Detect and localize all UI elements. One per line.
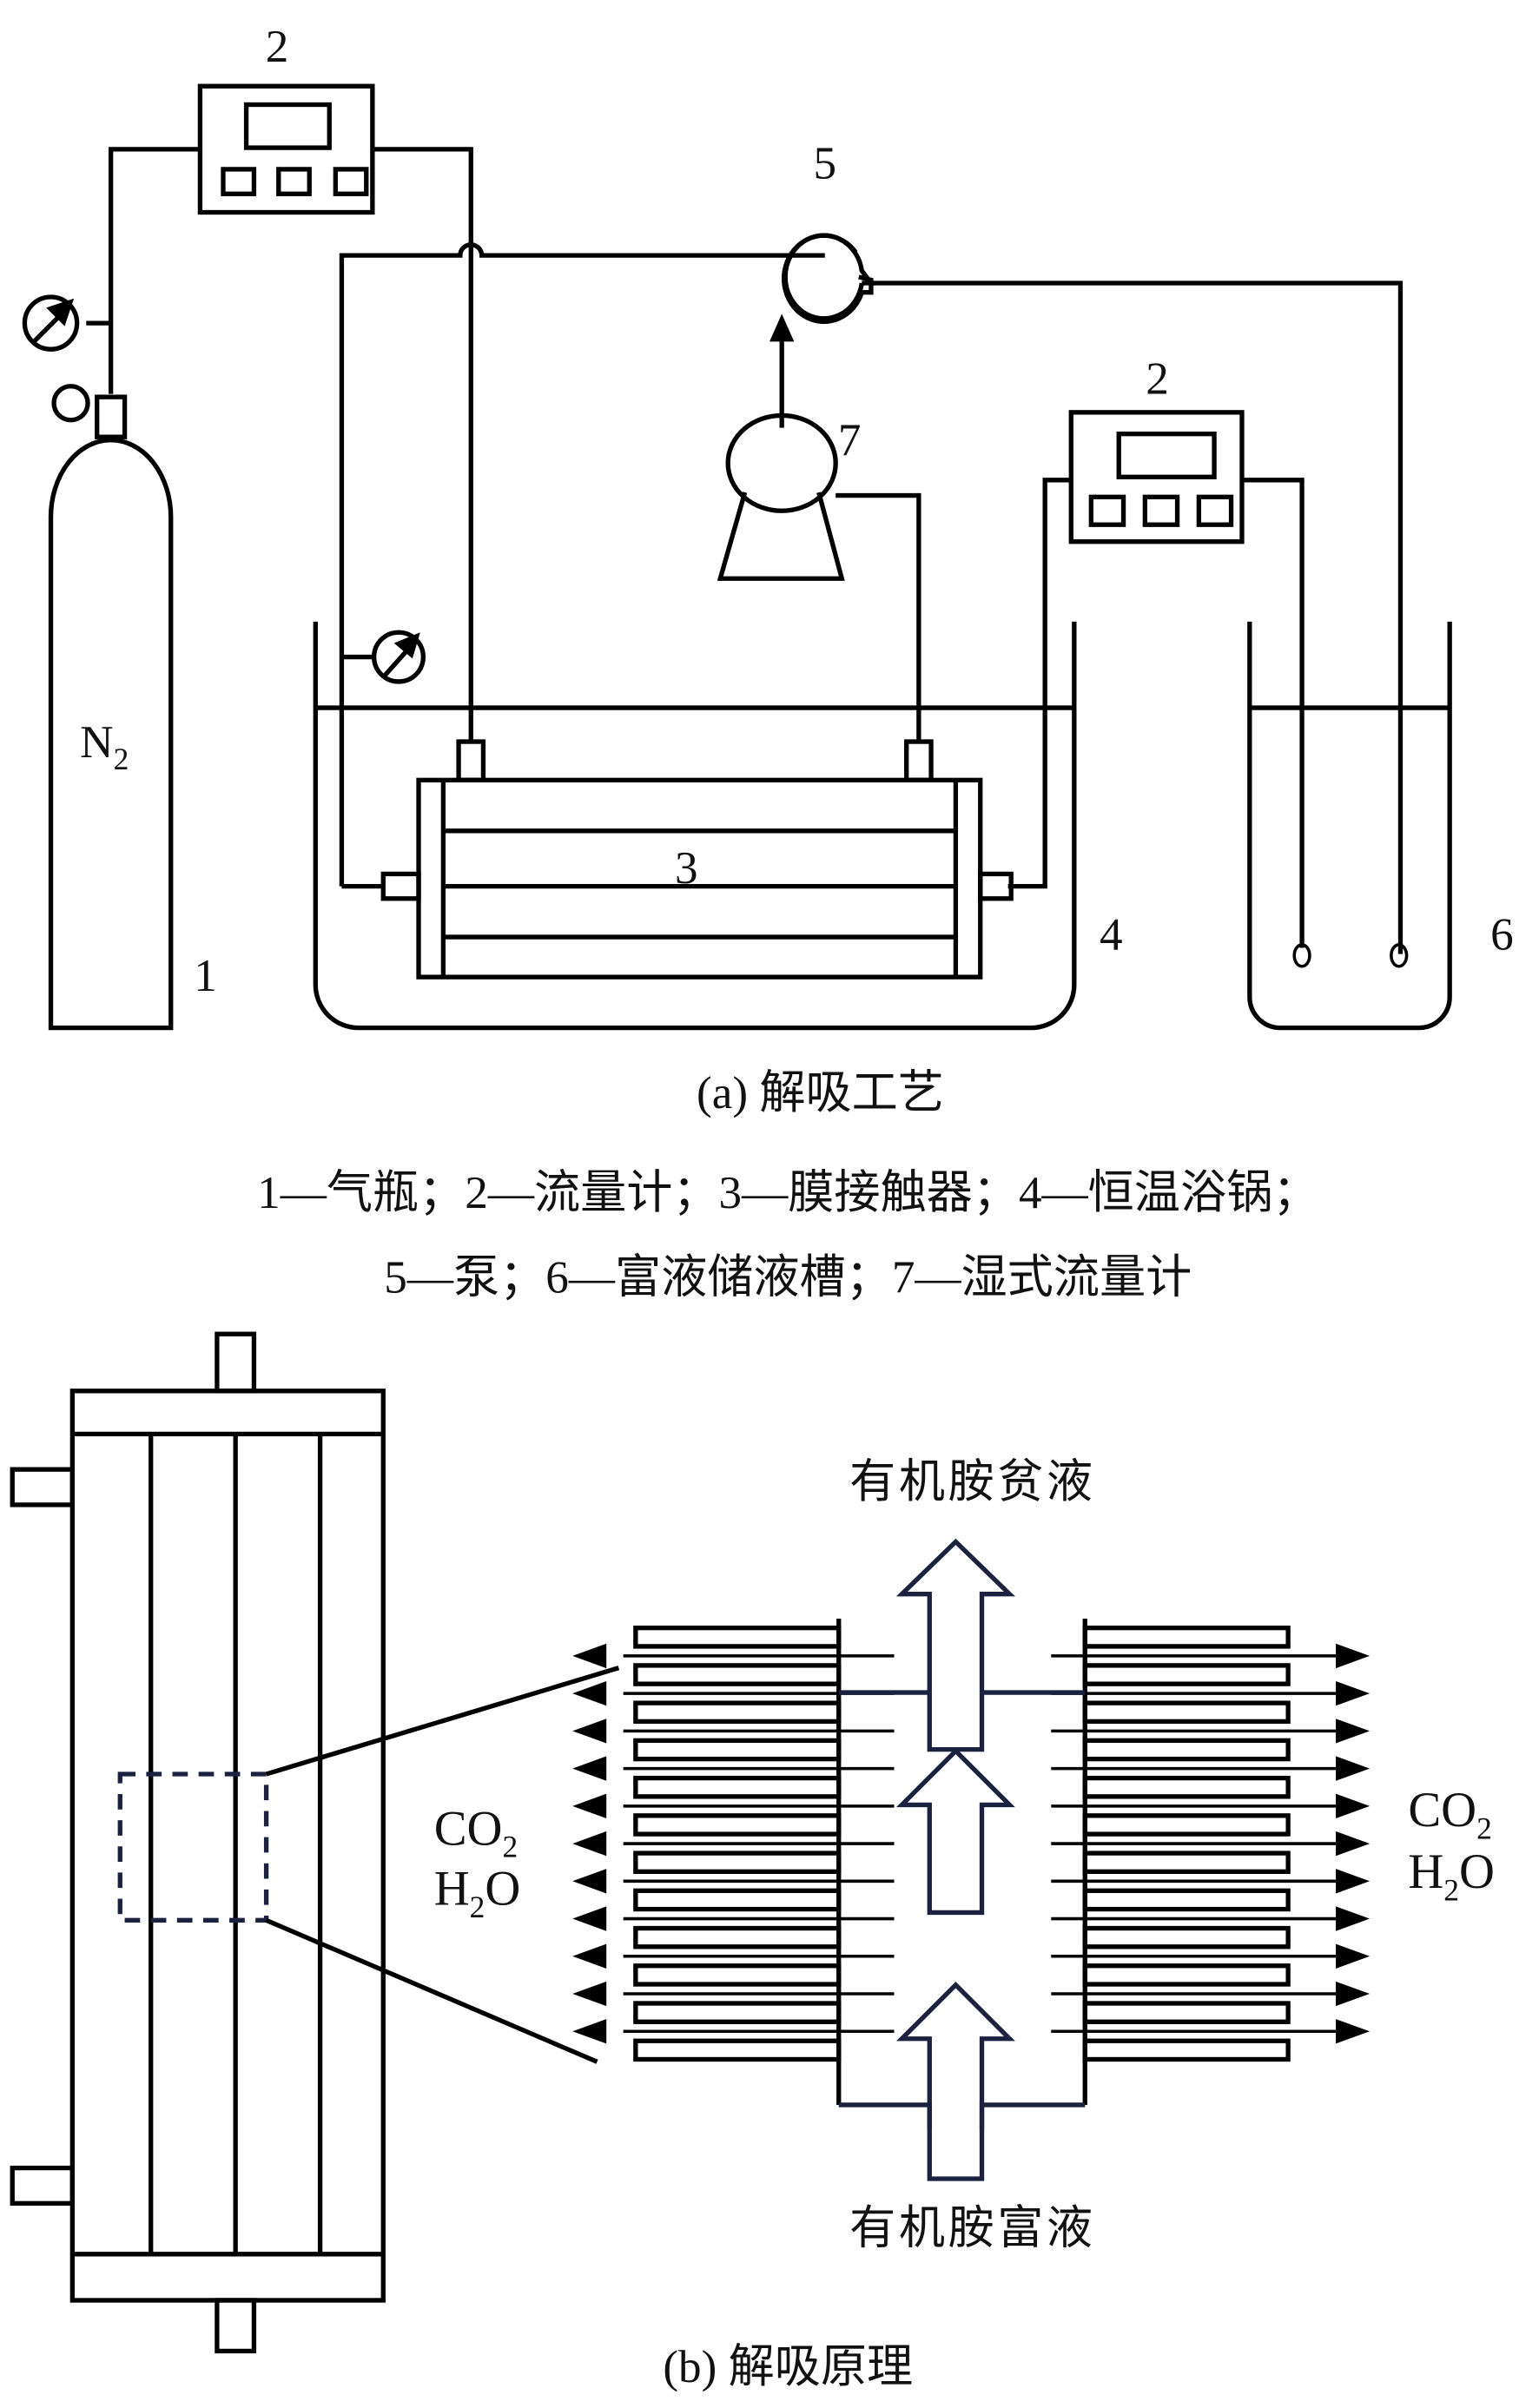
pipe-pump-to-tank: [870, 280, 1404, 954]
gas-arrow-right-head: [1336, 1943, 1371, 1969]
gas-arrow-left-head: [572, 1756, 607, 1781]
gas-arrow-left-head: [572, 1869, 607, 1894]
fiber-right: [1082, 1925, 1291, 1949]
caption-b: (b) 解吸原理: [663, 2342, 913, 2392]
flow-arrow-bottom: [895, 1981, 1015, 2130]
part-b-principle-diagram: 有机胺贫液 有机胺富液 CO2 H2O CO2 H2O (b) 解吸原理: [10, 1331, 1495, 2392]
gas-arrow-left-head: [572, 1906, 607, 1931]
pipe-contactor-to-flowmeter-right: [1007, 478, 1072, 889]
gas-arrow-left-head: [572, 1793, 607, 1819]
membrane-module: [10, 1331, 620, 2354]
label-tank: 6: [1490, 909, 1514, 960]
gas-arrow-right-head: [1336, 2019, 1371, 2044]
gas-arrow-left-head: [572, 1680, 607, 1706]
part-a-process-diagram: 2 N2 1 5: [22, 22, 1514, 1303]
flow-arrow-middle: [895, 1747, 1015, 1916]
fiber-left: [633, 2038, 842, 2062]
fiber-left: [633, 1663, 842, 1686]
label-flowmeter-top: 2: [266, 22, 289, 72]
fiber-right: [1082, 1663, 1291, 1686]
label-flowmeter-right: 2: [1146, 354, 1169, 405]
pressure-gauge-icon: [22, 294, 111, 352]
fiber-right: [1082, 1625, 1291, 1649]
label-right-co2: CO2: [1408, 1783, 1491, 1845]
label-cylinder: 1: [194, 951, 217, 1001]
flow-arrow-top: [838, 1538, 1086, 1695]
fiber-left: [633, 1775, 842, 1799]
pipe-contactor-to-pump: [339, 242, 825, 887]
gas-arrow-left-head: [572, 2019, 607, 2044]
fiber-right: [1082, 1738, 1291, 1762]
constant-temp-bath: 4: [313, 621, 1123, 1031]
zoom-region-box: [117, 1771, 269, 1923]
label-rich-amine: 有机胺富液: [849, 2200, 1095, 2254]
gas-arrow-right-head: [1336, 1831, 1371, 1857]
gas-arrow-right-head: [1336, 1793, 1371, 1819]
fiber-left: [633, 1813, 842, 1837]
gas-arrow-right-head: [1336, 1680, 1371, 1706]
gas-arrow-left-head: [572, 1981, 607, 2007]
label-bath: 4: [1100, 909, 1123, 960]
fiber-right: [1082, 1700, 1291, 1725]
label-gas-n2: N2: [80, 717, 129, 776]
fiber-left: [633, 1963, 842, 1987]
label-pump: 5: [813, 139, 836, 189]
pipe-cylinder-to-flowmeter: [108, 147, 201, 394]
fiber-right: [1082, 1813, 1291, 1837]
gas-arrow-right-head: [1336, 1906, 1371, 1931]
fiber-left: [633, 1625, 842, 1649]
gas-arrow-left-head: [572, 1831, 607, 1857]
magnified-fibers: [572, 1619, 1371, 2105]
fiber-left: [633, 2001, 842, 2024]
fiber-right: [1082, 1888, 1291, 1912]
gas-arrow-right-head: [1336, 1756, 1371, 1781]
gas-arrow-left-head: [572, 1643, 607, 1669]
legend-line-2: 5—泵；6—富液储液槽；7—湿式流量计: [384, 1252, 1192, 1303]
gas-arrow-left-head: [572, 1943, 607, 1969]
gas-cylinder: N2 1: [48, 384, 217, 1031]
membrane-contactor: 3: [341, 739, 1014, 980]
pump-icon: 5: [781, 139, 876, 324]
fiber-right: [1082, 1851, 1291, 1874]
label-lean-amine: 有机胺贫液: [849, 1455, 1095, 1508]
fiber-right: [1082, 1775, 1291, 1799]
flowmeter-top: 2: [197, 22, 375, 215]
fiber-left: [633, 1851, 842, 1874]
wet-flowmeter-icon: 7: [717, 313, 921, 742]
bath-pressure-gauge-icon: [341, 630, 426, 684]
gas-arrow-right-head: [1336, 1981, 1371, 2007]
label-left-co2: CO2: [434, 1801, 518, 1864]
legend-line-1: 1—气瓶；2—流量计；3—膜接触器；4—恒温浴锅；: [257, 1168, 1318, 1218]
gas-arrow-right-head: [1336, 1719, 1371, 1744]
fiber-right: [1082, 1963, 1291, 1987]
fiber-right: [1082, 2001, 1291, 2024]
label-left-h2o: H2O: [434, 1862, 521, 1924]
gas-arrow-right-head: [1336, 1869, 1371, 1894]
gas-arrow-right-head: [1336, 1643, 1371, 1669]
label-wet-flowmeter: 7: [838, 415, 862, 465]
fiber-left: [633, 1700, 842, 1725]
pipe-flowmeter-to-tank: [1241, 478, 1305, 948]
gas-arrow-left-head: [572, 1719, 607, 1744]
fiber-right: [1082, 2038, 1291, 2062]
pipe-flowmeter-to-contactor: [372, 147, 473, 742]
fiber-left: [633, 1925, 842, 1949]
fiber-left: [633, 1738, 842, 1762]
caption-a: (a) 解吸工艺: [697, 1068, 944, 1118]
rich-liquid-tank: 6: [1247, 621, 1514, 1031]
label-contactor: 3: [675, 843, 698, 894]
label-right-h2o: H2O: [1408, 1844, 1495, 1907]
liquid-flow-arrows: [838, 1538, 1086, 2181]
fiber-left: [633, 1888, 842, 1912]
flowmeter-right: 2: [1068, 354, 1245, 544]
